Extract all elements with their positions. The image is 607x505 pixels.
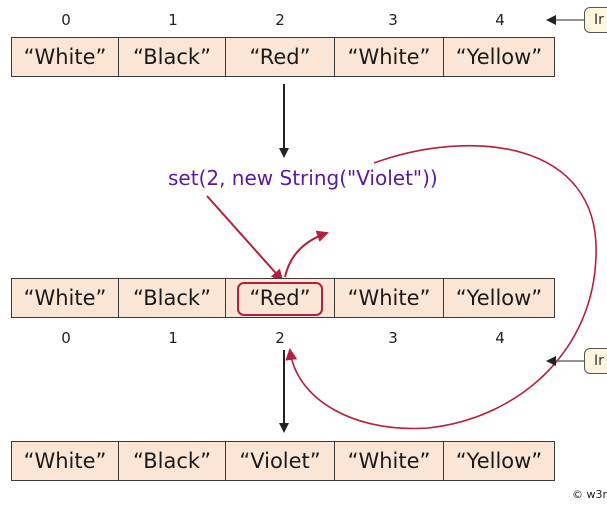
index-label: 0 <box>61 329 71 347</box>
operation-text: set(2, new String("Violet")) <box>168 166 438 190</box>
array-cell: “Yellow” <box>443 278 555 318</box>
copyright-text: © w3r <box>572 488 607 501</box>
array-cell: “White” <box>334 37 444 77</box>
array-row-before: “White” “Black” “Red” “White” “Yellow” <box>11 37 555 79</box>
array-row-during: “White” “Black” “Red” “White” “Yellow” <box>11 278 555 320</box>
arrow-violet-loop <box>285 144 597 430</box>
array-cell: “Black” <box>118 278 226 318</box>
index-label: 4 <box>495 11 505 29</box>
array-cell: “Yellow” <box>443 37 555 77</box>
index-label: 2 <box>275 11 285 29</box>
array-cell: “White” <box>11 37 119 77</box>
index-label: 4 <box>495 329 505 347</box>
array-cell: “White” <box>11 278 119 318</box>
index-label: 3 <box>388 329 398 347</box>
label-badge-mid: Ir <box>584 348 607 374</box>
index-label: 0 <box>61 11 71 29</box>
highlight-replaced-cell <box>237 282 323 316</box>
arrow-red-removed <box>284 230 329 278</box>
array-cell: “Black” <box>118 441 226 481</box>
label-badge-top: Ir <box>584 7 607 33</box>
array-cell: “Black” <box>118 37 226 77</box>
arrow-operation-to-cell <box>206 195 284 282</box>
index-label: 1 <box>168 11 178 29</box>
array-cell: “White” <box>11 441 119 481</box>
array-cell: “White” <box>334 441 444 481</box>
index-label: 3 <box>388 11 398 29</box>
index-label: 1 <box>168 329 178 347</box>
index-label: 2 <box>275 329 285 347</box>
array-cell: “Yellow” <box>443 441 555 481</box>
array-cell: “Red” <box>225 37 335 77</box>
array-row-after: “White” “Black” “Violet” “White” “Yellow… <box>11 441 555 483</box>
array-cell: “White” <box>334 278 444 318</box>
array-cell: “Violet” <box>225 441 335 481</box>
